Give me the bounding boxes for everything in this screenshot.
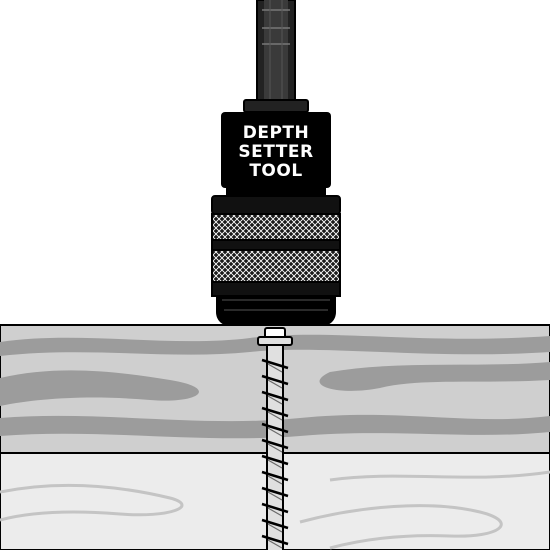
collar-tip <box>216 296 336 326</box>
hex-shank-icon <box>243 0 309 113</box>
tool-label-line2: SETTER <box>238 142 314 162</box>
screw <box>257 327 293 550</box>
lower-board-grain <box>329 470 550 482</box>
lower-board-grain <box>0 483 184 522</box>
upper-board-grain <box>0 370 199 406</box>
lower-board-grain <box>299 504 503 550</box>
knurled-collar-icon <box>211 195 341 326</box>
tool-label-line1: DEPTH <box>242 123 310 143</box>
screw-threads <box>261 358 289 549</box>
upper-board-grain <box>319 362 550 391</box>
tool-label-block <box>221 112 331 196</box>
tool-label-line3: TOOL <box>249 161 303 181</box>
